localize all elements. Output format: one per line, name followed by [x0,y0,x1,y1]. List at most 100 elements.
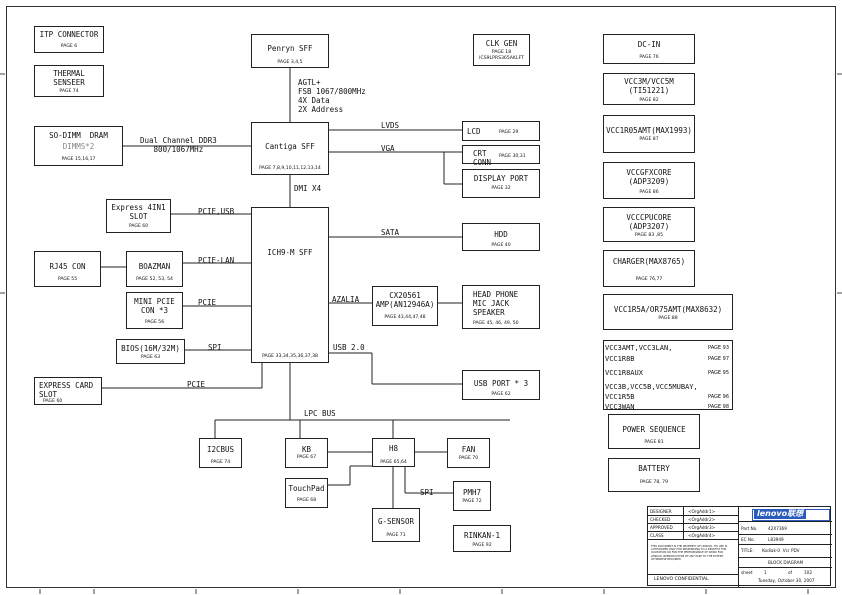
block-title: FAN [461,445,476,454]
block-title: EXPRESS CARD SLOT [39,381,94,399]
hdd-block: HDD PAGE 40 [462,223,540,251]
rail-page: PAGE 96 [708,394,730,400]
tb-row-key: APPROVED [650,525,673,530]
block-title: USB PORT * 3 [473,379,529,388]
block-title: VCC3M/VCC5M (TI51221) [624,77,674,95]
rinkan-block: RINKAN-1 PAGE 92 [453,525,511,552]
vccgfx-block: VCCGFXCORE (ADP3209) PAGE 86 [603,162,695,199]
block-subtitle: DIMMS*2 [62,142,95,151]
block-page: PAGE 70 [458,456,479,461]
display-port-block: DISPLAY PORT PAGE 32 [462,169,540,198]
vcc1r05-block: VCC1R05AMT(MAX1993) PAGE 87 [603,115,695,153]
block-page: PAGE 74 [59,89,79,94]
tb-date: Tuesday, October 30, 2007 [758,578,815,583]
pcie-label: PCIE [198,298,217,307]
rail-name: VCC3B,VCC5B,VCC5MUBAY, [605,383,698,391]
block-title: VCCCPUCORE (ADP3207) [626,213,672,231]
block-title: H8 [388,444,399,453]
block-page: PAGE 60 [43,399,63,404]
block-page: PAGE 88 [658,316,678,321]
block-title: BOAZMAN [138,262,171,271]
block-title: BATTERY [638,464,670,473]
block-page: PAGE 55 [57,277,78,282]
dmi-label: DMI X4 [294,184,322,193]
cx20561-codec-block: CX20561 AMP(AN12946A) PAGE 43,44,47,48 [372,286,438,326]
rail-name: VCC1R8B [605,355,635,363]
block-page: PAGE 32 [491,186,511,191]
block-title: MINI PCIE CON *3 [134,297,175,315]
block-title: CLK GEN [485,39,518,48]
block-page: PAGE 83 ,85 [634,233,664,238]
block-title: RINKAN-1 [463,531,501,540]
block-title: KB [301,445,312,454]
g-sensor-block: G-SENSOR PAGE 71 [372,508,420,542]
vcc1r5a-block: VCC1R5A/OR75AMT(MAX8632) PAGE 88 [603,294,733,330]
rail-name: VCC1R5B [605,393,635,401]
bios-block: BIOS(16M/32M) PAGE 63 [116,339,185,364]
block-title: G-SENSOR [377,517,415,526]
tb-sheet: 1 [764,570,767,575]
block-page: PAGE 56 [144,320,165,325]
i2cbus-block: I2CBUS PAGE 74 [199,438,242,468]
block-title: VCC1R5A/OR75AMT(MAX8632) [613,305,723,314]
vga-label: VGA [381,144,395,153]
block-title: HDD [494,230,508,239]
tb-sheet-label: sheet [741,570,753,575]
headphone-block: HEAD PHONE MIC JACK SPEAKER PAGE 45, 46,… [462,285,540,329]
pcie-lan-label: PCIE-LAN [198,256,235,265]
power-sequence-block: POWER SEQUENCE PAGE 81 [608,414,700,449]
sheet-frame [6,6,836,588]
block-page: PAGE 45, 46, 49, 50 [473,321,519,326]
block-page: PAGE 72 [462,499,482,504]
rail-name: VCC3AMT,VCC3LAN, [605,344,673,352]
block-title: CX20561 AMP(AN12946A) [375,291,435,309]
block-page: PAGE 81 [644,440,664,445]
vcc3m-block: VCC3M/VCC5M (TI51221) PAGE 82 [603,73,695,105]
title-block: DESIGNER <OrgAddr1> CHECKED <OrgAddr2> A… [647,506,832,587]
express-4in1-block: Express 4IN1 SLOT PAGE 60 [106,199,171,233]
rail-page: PAGE 98 [708,404,730,410]
block-page: PAGE 52, 53, 54 [136,277,173,282]
block-page: PAGE 3,4,5 [277,60,303,65]
block-page: PAGE 67 [296,455,317,460]
azalia-label: AZALIA [332,295,360,304]
block-title: BIOS(16M/32M) [121,344,180,353]
block-page: PAGE 78, 79 [639,480,669,485]
usb2-label: USB 2.0 [333,343,365,352]
rail-name: VCC3WAN [605,403,635,411]
lcd-block: LCD PAGE 29 [462,121,540,141]
itp-connector-block: ITP CONNECTOR PAGE 6 [34,26,104,53]
block-title: Cantiga SFF [265,142,315,151]
charger-block: CHARGER(MAX8765) PAGE 76,77 [603,250,695,287]
block-page: PAGE 65,64 [380,460,407,465]
pmh7-block: PMH7 PAGE 72 [453,481,491,511]
h8-ec-block: H8 PAGE 65,64 [372,438,415,467]
express-card-block: EXPRESS CARD SLOT PAGE 60 [34,377,102,405]
block-page: PAGE 33,34,35,36,37,38 [262,354,318,359]
block-page: PAGE 76 [639,55,659,60]
tb-row-key: CLASS [650,533,664,538]
block-title: VCC1R05AMT(MAX1993) [606,126,692,135]
block-page: PAGE 30,31 [499,154,526,159]
block-title: TouchPad [288,484,325,493]
block-title: Penryn SFF [267,44,313,53]
block-title: POWER SEQUENCE [622,425,686,434]
ddr-label: Dual Channel DDR3 800/1067MHz [140,136,217,154]
block-title: HEAD PHONE MIC JACK SPEAKER [473,290,519,317]
sata-label: SATA [381,228,400,237]
block-part-number: ICS9LPRS365AKLFT [479,56,524,61]
thermal-sensor-block: THERMAL SENSEER PAGE 74 [34,65,104,97]
dc-in-block: DC-IN PAGE 76 [603,34,695,64]
block-page: PAGE 7,8,9,10,11,12,13,14 [259,166,321,171]
block-title: PMH7 [462,488,482,497]
tb-total: 102 [804,570,812,575]
rail-page: PAGE 97 [708,356,730,362]
usb-port-block: USB PORT * 3 PAGE 62 [462,370,540,400]
block-page: PAGE 29 [499,130,519,135]
boazman-block: BOAZMAN PAGE 52, 53, 54 [126,251,183,287]
tb-row-value: <OrgAddr4> [688,533,716,538]
tb-ec-no: L83949 [768,537,784,542]
tb-row-value: <OrgAddr1> [688,509,716,514]
block-page: PAGE 43,44,47,48 [384,315,426,320]
pcie-expresscard-label: PCIE [187,380,206,389]
